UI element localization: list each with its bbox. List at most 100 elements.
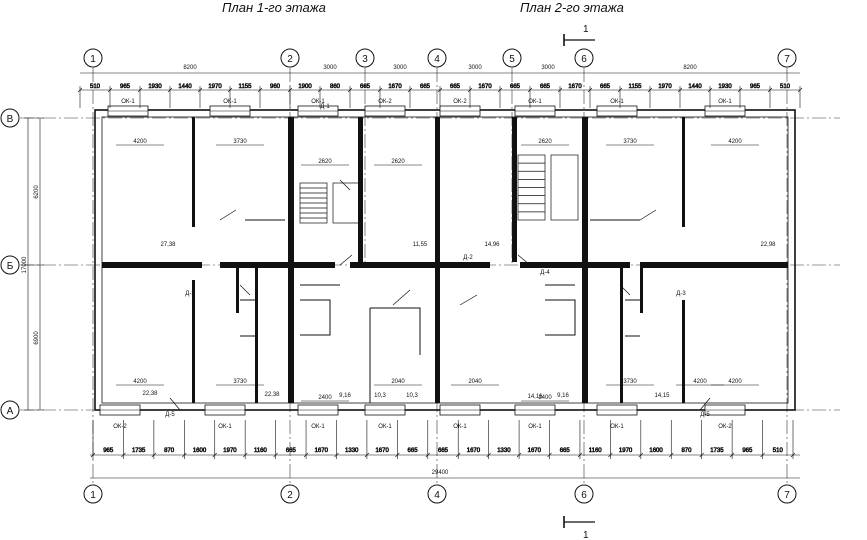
bottom-chain-dim: 1600 xyxy=(193,448,207,454)
section-mark-bottom: 1 xyxy=(563,516,595,540)
axis-bubble-1: 1 xyxy=(83,48,103,68)
room-label: Д-5 xyxy=(165,412,175,418)
top-chain-dim: 665 xyxy=(420,84,431,90)
room-dim: 2620 xyxy=(538,139,552,145)
bottom-chain-dim: 1670 xyxy=(467,448,481,454)
top-chain-dim: 1930 xyxy=(718,84,732,90)
room-label: Д-3 xyxy=(185,291,195,297)
room-dim: 4200 xyxy=(693,379,707,385)
bottom-chain-dim: 1970 xyxy=(619,448,633,454)
room-label: Д-1 xyxy=(320,104,330,110)
top-chain-dim: 1970 xyxy=(658,84,672,90)
axis-label: А xyxy=(7,406,14,417)
window-label: ОК-1 xyxy=(453,424,467,430)
window-label: ОК-1 xyxy=(610,99,624,105)
section-label-top: 1 xyxy=(583,24,589,35)
room-dim: 3730 xyxy=(233,139,247,145)
axis-label: 6 xyxy=(581,54,587,65)
room-dim: 4200 xyxy=(728,139,742,145)
window-label: ОК-1 xyxy=(610,424,624,430)
room-label: 27,38 xyxy=(160,242,176,248)
room-dim: 2620 xyxy=(318,159,332,165)
top-chain-dim: 665 xyxy=(540,84,551,90)
bottom-chain-dim: 1330 xyxy=(345,448,359,454)
window-label: ОК-2 xyxy=(453,99,467,105)
axis-label: 4 xyxy=(434,54,440,65)
room-label: Д-2 xyxy=(463,255,473,261)
bottom-chain-dim: 665 xyxy=(438,448,449,454)
axis-spacing-top-3: 3000 xyxy=(468,65,482,71)
section-mark-top: 1 xyxy=(563,24,595,46)
top-chain-dim: 1930 xyxy=(148,84,162,90)
bottom-chain-dim: 870 xyxy=(164,448,175,454)
room-label: 10,3 xyxy=(374,393,386,399)
top-chain-dim: 1970 xyxy=(208,84,222,90)
bottom-chain-dim: 665 xyxy=(286,448,297,454)
axis-bubble-4: 4 xyxy=(427,484,447,504)
top-chain-dim: 1900 xyxy=(298,84,312,90)
axis-label: 3 xyxy=(362,54,368,65)
bottom-chain-dim: 1330 xyxy=(497,448,511,454)
axis-label: Б xyxy=(7,261,14,272)
top-chain-dim: 510 xyxy=(780,84,791,90)
top-chain-dim: 665 xyxy=(450,84,461,90)
axis-label: 7 xyxy=(784,490,790,501)
top-chain-dim: 960 xyxy=(270,84,281,90)
left-total-dim: 17000 xyxy=(22,256,28,273)
room-dim: 2040 xyxy=(391,379,405,385)
axis-label: 4 xyxy=(434,490,440,501)
bottom-chain-dim: 870 xyxy=(681,448,692,454)
room-dim: 2040 xyxy=(468,379,482,385)
section-label-bottom: 1 xyxy=(583,530,589,540)
window-label: ОК-1 xyxy=(528,99,542,105)
axis-bubble-7: 7 xyxy=(777,48,797,68)
axis-label: В xyxy=(7,114,14,125)
top-chain-dim: 665 xyxy=(510,84,521,90)
room-label: 9,16 xyxy=(339,393,351,399)
top-chain-dim: 510 xyxy=(90,84,101,90)
axis-bubble-А: А xyxy=(0,400,20,420)
axis-spacing-top-4: 3000 xyxy=(541,65,555,71)
axis-label: 1 xyxy=(90,54,96,65)
room-dim: 4200 xyxy=(133,379,147,385)
axis-label: 2 xyxy=(287,490,293,501)
overall-dim-top-left: 8200 xyxy=(183,65,197,71)
window-label: ОК-1 xyxy=(378,424,392,430)
axis-spacing-top-1: 3000 xyxy=(323,65,337,71)
top-chain-dim: 665 xyxy=(600,84,611,90)
top-chain-dim: 1440 xyxy=(178,84,192,90)
bottom-chain-dim: 1160 xyxy=(254,448,268,454)
floor1-title: План 1-го этажа xyxy=(222,0,326,15)
window-label: ОК-2 xyxy=(378,99,392,105)
window-label: ОК-2 xyxy=(113,424,127,430)
top-chain-dim: 1440 xyxy=(688,84,702,90)
window-label: ОК-1 xyxy=(223,99,237,105)
room-label: 22,38 xyxy=(142,391,158,397)
top-chain-dim: 965 xyxy=(120,84,131,90)
overall-dim-top-right: 8200 xyxy=(683,65,697,71)
window-label: ОК-1 xyxy=(718,99,732,105)
bottom-chain-dim: 665 xyxy=(560,448,571,454)
room-dim: 4200 xyxy=(133,139,147,145)
bottom-chain-dim: 965 xyxy=(742,448,753,454)
top-chain-dim: 1670 xyxy=(568,84,582,90)
axis-bubble-7: 7 xyxy=(777,484,797,504)
room-label: 22,98 xyxy=(760,242,776,248)
bottom-chain-dim: 1735 xyxy=(132,448,146,454)
axis-label: 1 xyxy=(90,490,96,501)
room-label: 10,3 xyxy=(406,393,418,399)
axis-bubble-6: 6 xyxy=(574,48,594,68)
top-chain-dim: 665 xyxy=(360,84,371,90)
left-dim-upper: 6200 xyxy=(34,185,40,199)
axis-label: 2 xyxy=(287,54,293,65)
left-dim-lower: 6900 xyxy=(34,331,40,345)
window-label: ОК-1 xyxy=(311,99,325,105)
overall-dim-bottom: 29400 xyxy=(432,470,449,476)
axis-bubble-В: В xyxy=(0,108,20,128)
bottom-chain-dim: 1670 xyxy=(315,448,329,454)
axis-bubble-Б: Б xyxy=(0,255,20,275)
room-dim: 2620 xyxy=(391,159,405,165)
window-label: ОК-1 xyxy=(311,424,325,430)
top-chain-dim: 860 xyxy=(330,84,341,90)
